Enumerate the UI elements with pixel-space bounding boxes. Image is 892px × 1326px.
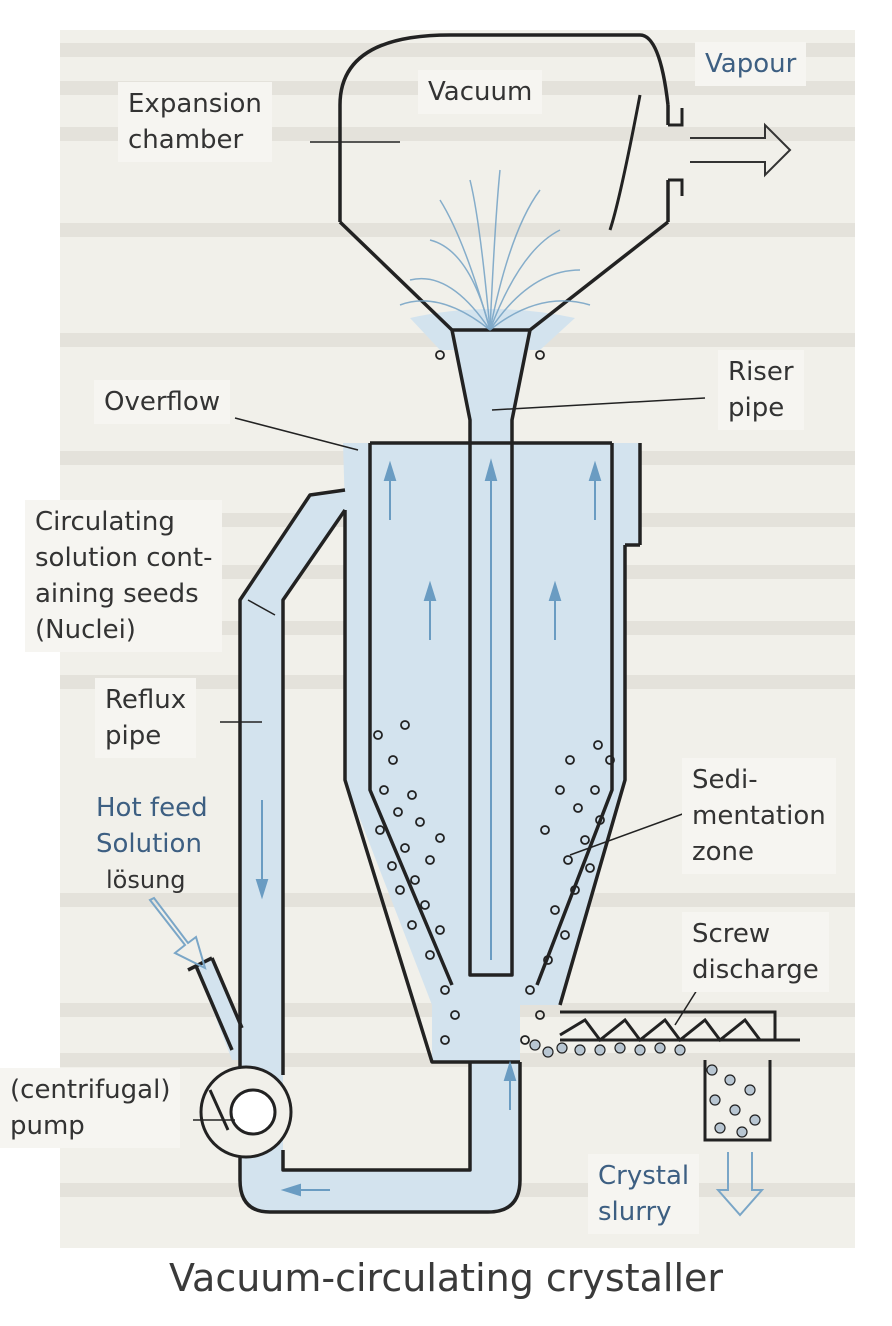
label-crystal-slurry: Crystal slurry xyxy=(588,1154,700,1234)
vapour-outlet xyxy=(608,94,684,231)
pump-icon xyxy=(199,1065,293,1159)
label-circulating-solution: Circulating solution cont- aining seeds … xyxy=(25,500,223,652)
vapour-arrow xyxy=(690,122,792,178)
flow-arrows xyxy=(255,458,602,1197)
label-reflux-pipe: Reflux pipe xyxy=(95,678,197,758)
screw-discharge xyxy=(559,1010,800,1142)
label-expansion-chamber: Expansion chamber xyxy=(118,82,272,162)
label-vacuum: Vacuum xyxy=(418,70,543,114)
screw-crystals xyxy=(529,1039,761,1138)
label-centrifugal-pump: (centrifugal) pump xyxy=(0,1068,181,1148)
label-vapour: Vapour xyxy=(695,42,807,86)
label-hot-feed-solution: Hot feed Solution xyxy=(96,793,208,859)
vessel-outline xyxy=(187,33,670,1214)
spray-fountain xyxy=(399,169,591,331)
label-sedimentation-zone: Sedi- mentation zone xyxy=(682,758,836,874)
feed-arrow xyxy=(148,896,207,970)
crystal-particles xyxy=(373,350,615,1045)
label-riser-pipe: Riser pipe xyxy=(718,350,804,430)
label-screw-discharge: Screw discharge xyxy=(682,912,829,992)
leader-lines xyxy=(193,141,706,1121)
label-feed-german: lösung xyxy=(106,866,186,894)
slurry-arrow xyxy=(715,1152,765,1217)
label-overflow: Overflow xyxy=(94,380,231,424)
diagram-caption: Vacuum-circulating crystaller xyxy=(168,1256,724,1300)
